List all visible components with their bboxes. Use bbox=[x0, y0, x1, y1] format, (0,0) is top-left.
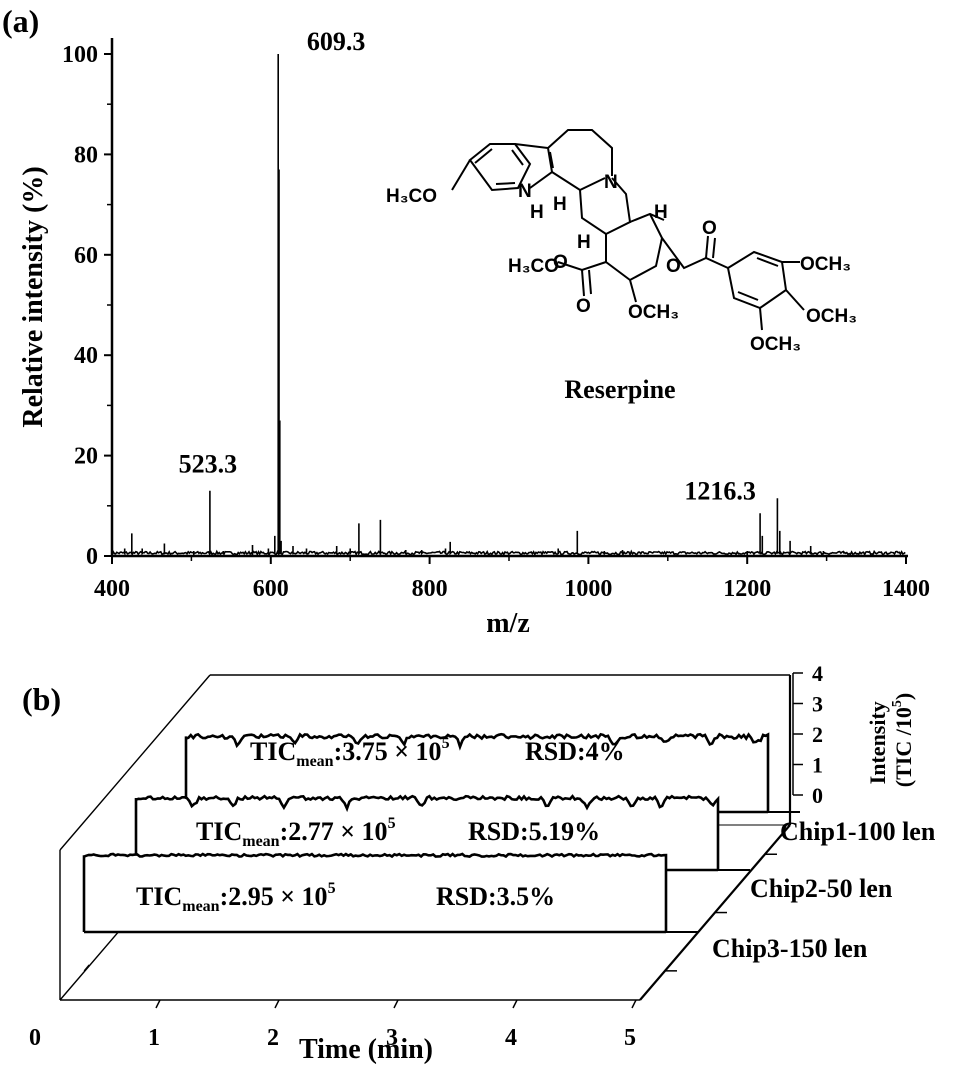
tic-subscript: mean bbox=[242, 833, 279, 850]
panel-b-x-ticks: 0 1 2 3 4 5 bbox=[29, 847, 777, 1051]
time-tick-label: 2 bbox=[267, 1025, 279, 1051]
z-tick-label: 0 bbox=[812, 783, 823, 808]
tic-value: :3.75 × 10 bbox=[334, 737, 442, 766]
tic-trace bbox=[82, 852, 668, 932]
tic-value: :2.77 × 10 bbox=[280, 817, 388, 846]
time-tick-mark bbox=[393, 999, 399, 1009]
z-tick-label: 2 bbox=[812, 722, 823, 747]
tic-exponent: 5 bbox=[442, 735, 450, 752]
z-tick-label: 4 bbox=[812, 661, 823, 686]
panel-b-x-label: Time (min) bbox=[299, 1034, 433, 1065]
tic-exponent: 5 bbox=[388, 815, 396, 832]
tic-prefix: TIC bbox=[250, 737, 296, 766]
chem-atom-label: O bbox=[702, 218, 717, 239]
x-tick-label: 600 bbox=[253, 576, 289, 602]
chem-atom-label: O bbox=[553, 252, 568, 273]
tic-prefix: TIC bbox=[136, 882, 182, 911]
chem-group-label: H₃CO bbox=[508, 256, 559, 277]
panel-b-intensity-axis: 0 1 2 3 4 bbox=[792, 661, 823, 808]
time-tick-mark bbox=[631, 999, 637, 1009]
reserpine-structure: H₃CO N H N H H H H₃CO O O OCH₃ O O OCH₃ … bbox=[386, 129, 857, 404]
depth-tick-mark bbox=[83, 964, 90, 972]
x-tick-label: 1400 bbox=[882, 576, 930, 602]
x-tick-label: 1000 bbox=[564, 576, 612, 602]
tic-trace bbox=[184, 732, 770, 812]
x-tick-label: 400 bbox=[94, 576, 130, 602]
panel-b-z-label: Intensity (TIC /105) bbox=[865, 693, 916, 787]
rsd-annotation: RSD:5.19% bbox=[468, 817, 600, 846]
chem-atom-label: O bbox=[576, 296, 591, 317]
tic-exponent: 5 bbox=[328, 880, 336, 897]
panel-a-x-label: m/z bbox=[486, 608, 530, 639]
z-tick-label: 1 bbox=[812, 753, 823, 778]
tic-subscript: mean bbox=[296, 753, 333, 770]
panel-b-label: (b) bbox=[22, 681, 61, 717]
tic-annotation: TICmean:3.75 × 105 bbox=[250, 735, 450, 770]
tic-value: :2.95 × 10 bbox=[220, 882, 328, 911]
time-tick-label: 4 bbox=[505, 1025, 517, 1051]
peak-label: 1216.3 bbox=[684, 476, 756, 505]
y-tick-label: 60 bbox=[74, 243, 98, 269]
chem-atom-label: H bbox=[654, 202, 668, 223]
chem-atom-label: O bbox=[666, 256, 681, 277]
chem-atom-label: H bbox=[530, 202, 544, 223]
y-tick-label: 80 bbox=[74, 142, 98, 168]
series-fill bbox=[136, 796, 718, 870]
series-name: Chip2-50 len bbox=[750, 874, 893, 903]
y-tick-label: 100 bbox=[62, 42, 98, 68]
y-tick-label: 40 bbox=[74, 343, 98, 369]
tic-annotation: TICmean:2.77 × 105 bbox=[196, 815, 396, 850]
time-tick-mark bbox=[155, 999, 161, 1009]
tic-annotation: TICmean:2.95 × 105 bbox=[136, 880, 336, 915]
y-tick-label: 20 bbox=[74, 444, 98, 470]
tic-prefix: TIC bbox=[196, 817, 242, 846]
panel-b-z-label-close: ) bbox=[891, 693, 916, 700]
panel-b-z-label-line1: Intensity bbox=[865, 701, 890, 784]
tic-subscript: mean bbox=[182, 898, 219, 915]
peak-label: 523.3 bbox=[179, 450, 238, 479]
chem-group-label: OCH₃ bbox=[806, 306, 857, 327]
panel-a-peak-labels: 609.3 523.3 1216.3 bbox=[179, 27, 756, 505]
panel-a-y-label: Relative intensity (%) bbox=[18, 166, 49, 427]
tic-trace bbox=[134, 794, 720, 870]
chem-atom-label: H bbox=[577, 232, 591, 253]
chem-group-label: OCH₃ bbox=[800, 254, 851, 275]
time-tick-mark bbox=[274, 999, 280, 1009]
mass-spectrum-trace bbox=[111, 54, 906, 557]
series-layer: TICmean:2.95 × 105 RSD:3.5% Chip3-150 len bbox=[82, 852, 868, 963]
time-tick-label: 1 bbox=[148, 1025, 160, 1051]
peak-label: 609.3 bbox=[307, 27, 366, 56]
x-tick-label: 1200 bbox=[723, 576, 771, 602]
panel-b-z-label-exp: 5 bbox=[890, 700, 905, 707]
panel-a: (a) 400 600 800 1000 1200 1400 0 20 40 60 80 100 Re… bbox=[2, 3, 930, 639]
panel-b-z-label-line2: (TIC /10 bbox=[891, 707, 916, 787]
chem-group-label: OCH₃ bbox=[750, 334, 801, 355]
compound-name: Reserpine bbox=[564, 375, 675, 404]
series-name: Chip3-150 len bbox=[712, 934, 868, 963]
time-tick-label: 0 bbox=[29, 1025, 41, 1051]
rsd-annotation: RSD:3.5% bbox=[436, 882, 555, 911]
series-name: Chip1-100 len bbox=[780, 817, 936, 846]
chem-atom-label: N bbox=[518, 181, 532, 202]
rsd-annotation: RSD:4% bbox=[525, 737, 625, 766]
series-fill bbox=[84, 854, 666, 932]
chem-group-label: OCH₃ bbox=[628, 302, 679, 323]
time-tick-label: 3 bbox=[386, 1025, 398, 1051]
panel-a-ticks: 400 600 800 1000 1200 1400 0 20 40 60 80 100 bbox=[62, 42, 930, 602]
panel-a-label: (a) bbox=[2, 3, 39, 39]
time-tick-label: 5 bbox=[624, 1025, 636, 1051]
z-tick-label: 3 bbox=[812, 692, 823, 717]
panel-b: (b) 0 1 2 3 4 5 Time (min) 0 1 2 3 4 Intensity (T… bbox=[22, 661, 936, 1065]
time-tick-mark bbox=[512, 999, 518, 1009]
series-fill bbox=[186, 734, 768, 812]
chem-atom-label: H bbox=[553, 194, 567, 215]
x-tick-label: 800 bbox=[412, 576, 448, 602]
chem-group-label: H₃CO bbox=[386, 186, 437, 207]
y-tick-label: 0 bbox=[86, 544, 98, 570]
chem-atom-label: N bbox=[604, 172, 618, 193]
